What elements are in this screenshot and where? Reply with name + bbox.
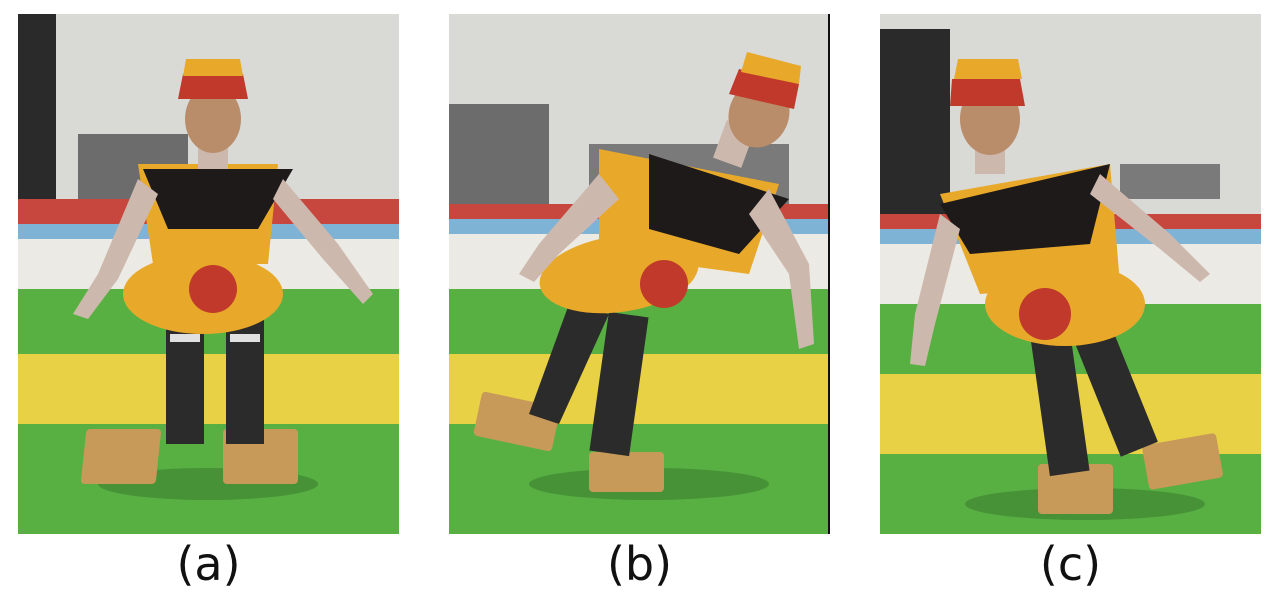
robot-dancer-photo-a	[18, 14, 399, 534]
caption-a: (a)	[176, 537, 241, 591]
photo-panel-b	[449, 14, 830, 534]
robot-dancer-photo-b	[449, 14, 828, 534]
caption-b: (b)	[606, 537, 673, 591]
caption-c: (c)	[1039, 537, 1102, 591]
robot-dancer-photo-c	[880, 14, 1261, 534]
photo-panel-c	[880, 14, 1261, 534]
photo-panel-a	[18, 14, 399, 534]
